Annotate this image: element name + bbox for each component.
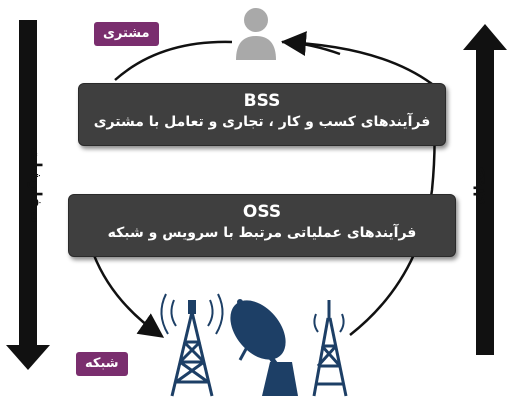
satellite-dish-icon (230, 299, 298, 396)
bss-subtitle: فرآیندهای کسب و کار ، تجاری و تعامل با م… (93, 114, 431, 130)
cycle-arc-top (114, 40, 233, 81)
network-tag: شبکه (76, 352, 128, 376)
radio-mast-icon (312, 300, 348, 397)
bss-box: BSS فرآیندهای کسب و کار ، تجاری و تعامل … (78, 83, 446, 146)
person-icon (236, 8, 276, 60)
faults-label: خطاء (471, 165, 489, 205)
oss-subtitle: فرآیندهای عملیاتی مرتبط با سرویس و شبکه (107, 225, 417, 241)
cycle-arrow-to-customer (281, 31, 341, 56)
customer-tag: مشتری (94, 22, 159, 46)
cycle-arc-top-right (281, 40, 433, 86)
oss-box: OSS فرآیندهای عملیاتی مرتبط با سرویس و ش… (68, 194, 456, 257)
bss-title: BSS (243, 91, 281, 111)
antenna-tower-icon (160, 293, 224, 397)
cycle-arc-left (90, 249, 165, 338)
orders-arrow (6, 20, 50, 370)
orders-label: سفارشات (27, 147, 45, 223)
oss-title: OSS (242, 202, 282, 222)
faults-arrow (463, 24, 507, 355)
